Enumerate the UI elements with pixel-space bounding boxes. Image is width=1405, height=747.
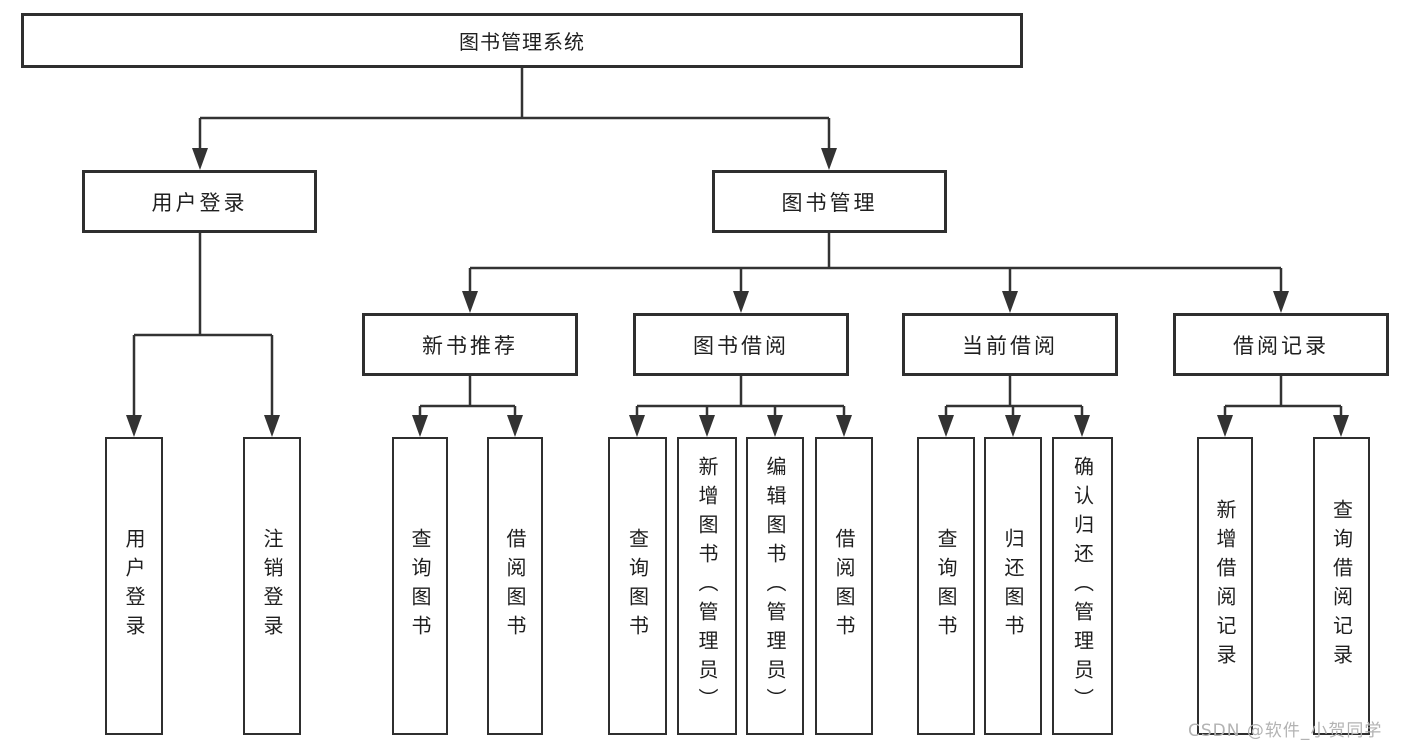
node-label: 图书借阅 bbox=[693, 333, 789, 358]
leaf-return-books: 归还图书 bbox=[984, 437, 1042, 735]
leaf-query-borrow-record: 查询借阅记录 bbox=[1313, 437, 1370, 735]
leaf-borrow-books-recommend: 借阅图书 bbox=[487, 437, 543, 735]
node-user-login: 用户登录 bbox=[82, 170, 317, 233]
leaf-user-login: 用户登录 bbox=[105, 437, 163, 735]
node-label: 查询图书 bbox=[408, 528, 432, 644]
node-label: 当前借阅 bbox=[962, 333, 1058, 358]
node-label: 查询图书 bbox=[625, 528, 650, 644]
node-label: 用户登录 bbox=[122, 528, 146, 644]
node-label: 图书管理系统 bbox=[459, 30, 585, 54]
node-book-borrowing: 图书借阅 bbox=[633, 313, 849, 376]
node-label: 查询图书 bbox=[934, 528, 958, 644]
leaf-add-books-admin: 新增图书（管理员） bbox=[677, 437, 737, 735]
leaf-borrow-books: 借阅图书 bbox=[815, 437, 873, 735]
leaf-logout: 注销登录 bbox=[243, 437, 301, 735]
node-label: 新增借阅记录 bbox=[1213, 499, 1237, 673]
node-label: 用户登录 bbox=[151, 190, 248, 215]
node-label: 借阅图书 bbox=[503, 528, 527, 644]
leaf-edit-books-admin: 编辑图书（管理员） bbox=[746, 437, 804, 735]
leaf-query-books-current: 查询图书 bbox=[917, 437, 975, 735]
node-label: 借阅图书 bbox=[832, 528, 856, 644]
node-label: 查询借阅记录 bbox=[1329, 499, 1354, 673]
node-label: 新书推荐 bbox=[422, 333, 518, 358]
node-label: 确认归还（管理员） bbox=[1070, 455, 1095, 717]
node-label: 借阅记录 bbox=[1233, 333, 1329, 358]
leaf-add-borrow-record: 新增借阅记录 bbox=[1197, 437, 1253, 735]
node-new-book-recommend: 新书推荐 bbox=[362, 313, 578, 376]
leaf-confirm-return-admin: 确认归还（管理员） bbox=[1052, 437, 1113, 735]
node-current-borrowing: 当前借阅 bbox=[902, 313, 1118, 376]
csdn-watermark: CSDN @软件_小贺同学 bbox=[1188, 721, 1383, 741]
node-library-management-system: 图书管理系统 bbox=[21, 13, 1023, 68]
leaf-query-books-recommend: 查询图书 bbox=[392, 437, 448, 735]
leaf-query-books-borrowing: 查询图书 bbox=[608, 437, 667, 735]
node-label: 注销登录 bbox=[260, 528, 284, 644]
node-label: 新增图书（管理员） bbox=[695, 455, 719, 717]
node-label: 图书管理 bbox=[781, 190, 878, 215]
node-label: 归还图书 bbox=[1001, 528, 1025, 644]
node-book-management: 图书管理 bbox=[712, 170, 947, 233]
node-label: 编辑图书（管理员） bbox=[763, 455, 787, 717]
node-borrowing-records: 借阅记录 bbox=[1173, 313, 1389, 376]
